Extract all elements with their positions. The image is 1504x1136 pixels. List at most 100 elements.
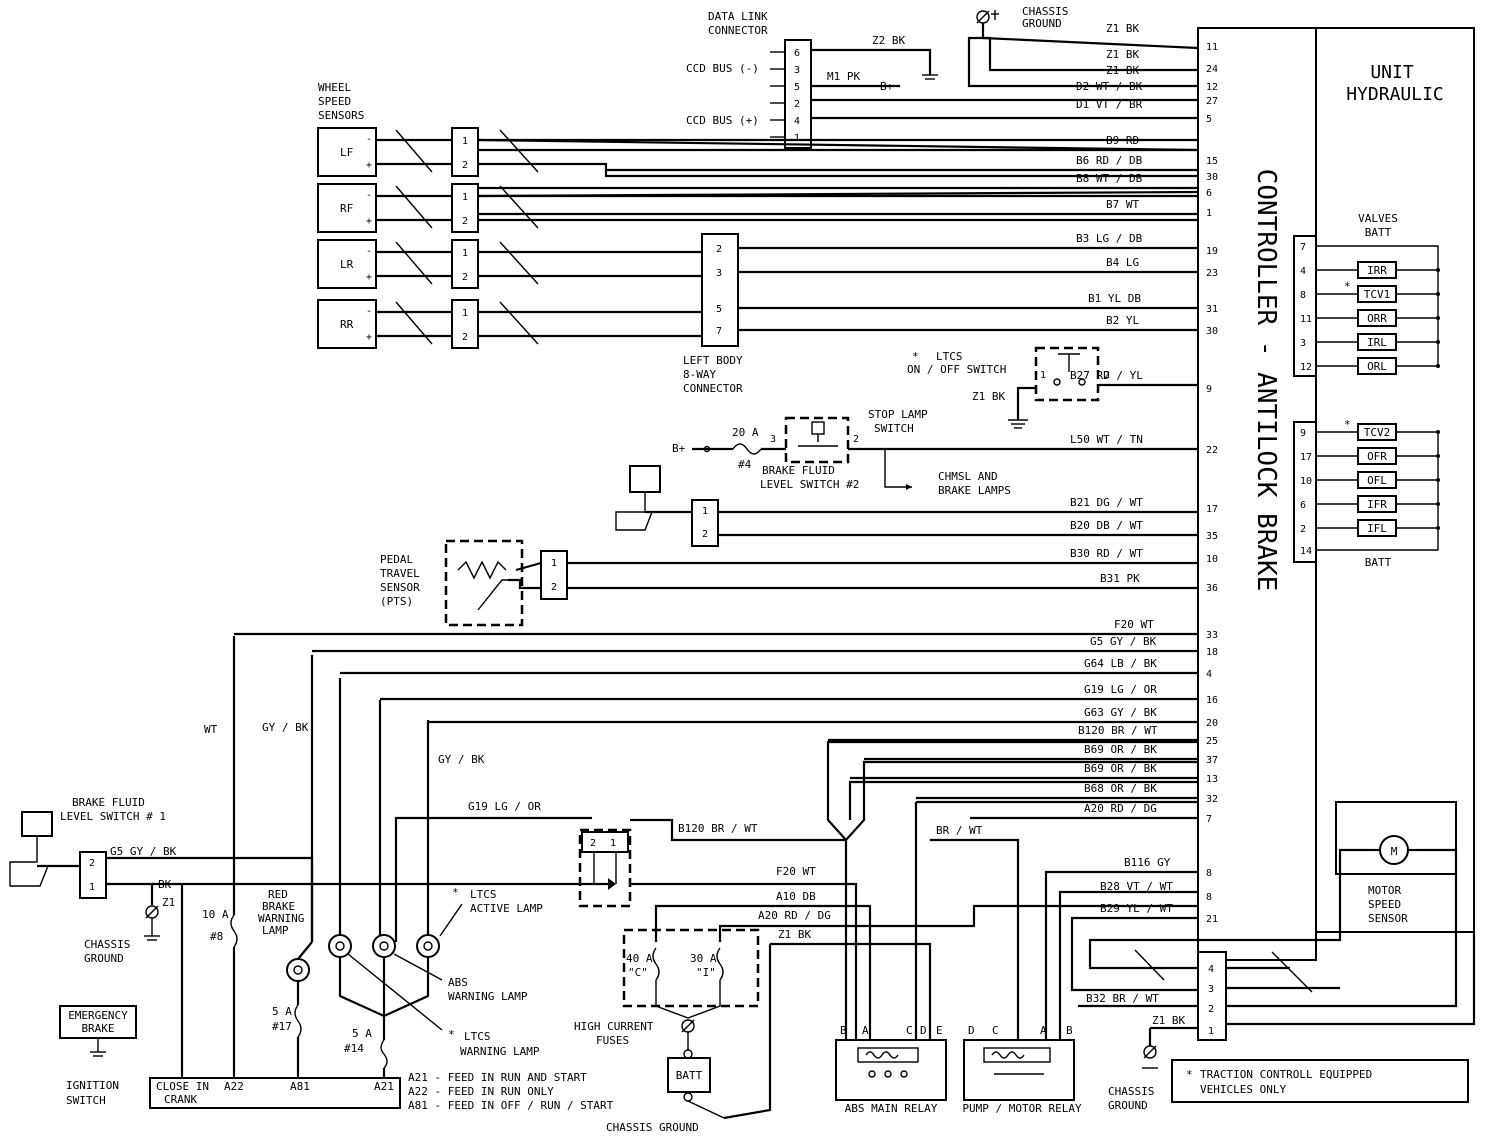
valve-star: * (1344, 418, 1351, 431)
wire-label: B1 YL DB (1088, 292, 1141, 305)
valve-ofl (1357, 471, 1397, 489)
controller-name: CONTROLLER - ANTILOCK BRAKE (1251, 169, 1281, 592)
wire-label: B29 YL / WT (1100, 902, 1173, 915)
wss-title-3: SENSORS (318, 109, 364, 122)
bottom-left-circuit: WT GY / BK GY / BK BRAKE FLUID LEVEL SWI… (9, 636, 614, 1112)
ebrake-1: EMERGENCY (68, 1009, 128, 1022)
m1-label: M1 PK (827, 70, 860, 83)
mc-pin: 3 (1208, 984, 1214, 995)
mc-pin: 2 (1208, 1004, 1214, 1015)
mss-2: SPEED (1368, 898, 1401, 911)
wire-label: Z1 BK (1106, 48, 1139, 61)
wheel-sensor-connector (451, 299, 479, 349)
ccd-minus-label: CCD BUS (-) (686, 62, 759, 75)
mc-ground-2: GROUND (1108, 1099, 1148, 1112)
controller-pin: 16 (1206, 695, 1218, 706)
level1-label-2: LEVEL SWITCH # 1 (60, 810, 166, 823)
valve-label: OFR (1367, 450, 1387, 463)
valve-label: IRL (1367, 336, 1387, 349)
controller-pin: 15 (1206, 156, 1218, 167)
valve-ofr (1357, 447, 1397, 465)
ltcs-star: * (912, 350, 919, 363)
a22-label: A22 (224, 1080, 244, 1093)
hc-fuses-1: HIGH CURRENT (574, 1020, 654, 1033)
wire-label: Z1 BK (1106, 22, 1139, 35)
stop-switch-1: STOP LAMP (868, 408, 928, 421)
mc-pin: 1 (1208, 1026, 1214, 1037)
ltcs-warn-star: * (448, 1028, 455, 1041)
wire-label: B4 LG (1106, 256, 1139, 269)
wsc-pin2: 2 (462, 332, 468, 343)
ignition-2: SWITCH (66, 1094, 106, 1107)
controller-pin: 21 (1206, 914, 1218, 925)
wire-label: B27 RD / YL (1070, 369, 1143, 382)
valve-connector-b (1293, 421, 1317, 563)
lbc-pin: 5 (716, 304, 722, 315)
controller-pin: 8 (1206, 892, 1212, 903)
dc-pin1: 1 (610, 838, 616, 849)
brwt-label: BR / WT (936, 824, 983, 837)
ltcs-label-2: ON / OFF SWITCH (907, 363, 1006, 376)
wsc-pin1: 1 (462, 192, 468, 203)
dlc-pin: 3 (794, 65, 800, 76)
valve-pin: 7 (1300, 242, 1306, 253)
ground-top-label-2: GROUND (1022, 17, 1062, 30)
wheel-sensor-label: LR (340, 258, 354, 271)
hc-fuses-2: FUSES (596, 1034, 629, 1047)
valves: 74811312IRRTCV1ORRIRLORL*917106214TCV2OF… (1300, 242, 1440, 557)
valve-label: TCV1 (1364, 288, 1391, 301)
controller-pin: 35 (1206, 531, 1218, 542)
wire-label: G5 GY / BK (1090, 635, 1157, 648)
mss-1: MOTOR (1368, 884, 1401, 897)
controller-pin: 19 (1206, 246, 1218, 257)
abs-lamp-1: ABS (448, 976, 468, 989)
ls1-pin2: 2 (89, 858, 95, 869)
fuse-10a: 10 A (202, 908, 229, 921)
valve-ifr (1357, 495, 1397, 513)
wheel-sensor-connector (451, 183, 479, 233)
wire-label: B69 OR / BK (1084, 762, 1157, 775)
wheel-sensor-connector (451, 239, 479, 289)
close-in-1: CLOSE IN (156, 1080, 209, 1093)
controller-pin: 23 (1206, 268, 1218, 279)
dlc-title-1: DATA LINK (708, 10, 768, 23)
controller-pin: 5 (1206, 114, 1212, 125)
fuse-30a-num: "I" (696, 966, 716, 979)
relay-wires (826, 740, 1198, 1040)
abs-relay-pin: A (862, 1024, 869, 1037)
valve-ifl (1357, 519, 1397, 537)
valve-irl (1357, 333, 1397, 351)
lbc-pin: 2 (716, 244, 722, 255)
controller-pin: 24 (1206, 64, 1218, 75)
wire-label: A20 RD / DG (1084, 802, 1157, 815)
controller-pin: 33 (1206, 630, 1218, 641)
wsc-pin2: 2 (462, 160, 468, 171)
controller-pin: 7 (1206, 814, 1212, 825)
wire-label: G63 GY / BK (1084, 706, 1157, 719)
controller-pin: 13 (1206, 774, 1218, 785)
ccd-plus-label: CCD BUS (+) (686, 114, 759, 127)
wire-label: B2 YL (1106, 314, 1139, 327)
wire-label: B8 WT / DB (1076, 172, 1143, 185)
level2-label-1: BRAKE FLUID (762, 464, 835, 477)
wheel-sensor-lr (317, 239, 377, 289)
dlc-pin: 2 (794, 99, 800, 110)
valve-pin: 17 (1300, 452, 1312, 463)
feed-3: A81 - FEED IN OFF / RUN / START (408, 1099, 614, 1112)
stop-switch-2: SWITCH (874, 422, 914, 435)
wire-label: B20 DB / WT (1070, 519, 1143, 532)
wire-label: B69 OR / BK (1084, 743, 1157, 756)
valve-pin: 9 (1300, 428, 1306, 439)
hydraulic-title-1: UNIT (1370, 62, 1414, 83)
a10-label: A10 DB (776, 890, 816, 903)
pedal-travel-sensor: PEDAL TRAVEL SENSOR (PTS) 1 2 (380, 539, 1198, 627)
wire-label: B21 DG / WT (1070, 496, 1143, 509)
chassis-ground-top: CHASSIS GROUND (967, 5, 1199, 88)
wheel-sensor-rr (317, 299, 377, 349)
sensor-minus: - (366, 246, 372, 257)
wheel-sensor-lf (317, 127, 377, 177)
